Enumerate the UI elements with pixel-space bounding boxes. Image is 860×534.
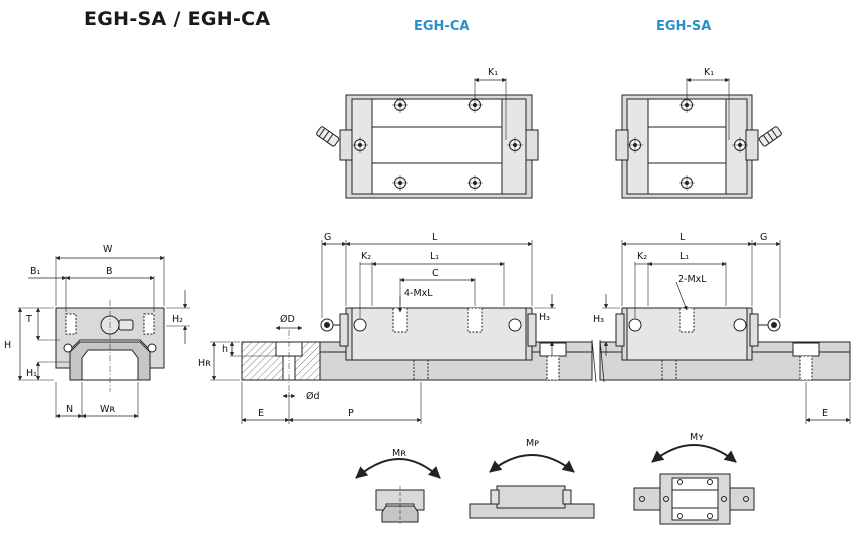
dim-h3-sa: H₃ <box>593 314 604 325</box>
dim-bolt4: 4-MxL <box>404 288 433 299</box>
block-side-ca <box>320 240 556 361</box>
dim-d-large: ØD <box>280 314 295 325</box>
dim-h3-ca: H₃ <box>539 312 550 323</box>
dim-h1: H₁ <box>26 368 37 379</box>
block-side-sa <box>602 240 781 361</box>
dim-d-small: Ød <box>306 391 320 402</box>
dim-e-right: E <box>822 408 828 419</box>
dim-wr: Wʀ <box>100 404 115 415</box>
dim-h-small: h <box>222 344 228 355</box>
dim-l1-sa: L₁ <box>680 251 689 262</box>
dim-g-sa: G <box>760 232 767 243</box>
dim-k1-ca: K₁ <box>488 67 498 78</box>
dim-b1: B₁ <box>30 266 41 277</box>
end-view <box>17 255 190 419</box>
dim-bolt2: 2-MxL <box>678 274 707 285</box>
dim-t: T <box>25 314 32 325</box>
dim-l-ca: L <box>432 232 438 243</box>
dim-g-ca: G <box>324 232 331 243</box>
page-title: EGH-SA / EGH-CA <box>84 8 271 30</box>
moment-mr-label: Mʀ <box>392 448 406 459</box>
moment-mp-diagram <box>469 454 595 519</box>
dim-l1-ca: L₁ <box>430 251 439 262</box>
dim-b: B <box>106 266 113 277</box>
egh-sa-label: EGH-SA <box>656 19 712 34</box>
dim-k1-sa: K₁ <box>704 67 714 78</box>
moment-my-diagram <box>633 444 755 525</box>
moment-mr-diagram <box>355 458 441 524</box>
dim-p: P <box>348 408 354 419</box>
dim-l-sa: L <box>680 232 686 243</box>
dim-hr: Hʀ <box>198 358 211 369</box>
dim-e-left: E <box>258 408 264 419</box>
rail-side-view <box>241 330 851 392</box>
dim-n: N <box>66 404 73 415</box>
dim-k2-ca: K₂ <box>361 251 371 262</box>
egh-ca-label: EGH-CA <box>414 19 470 34</box>
dim-h2: H₂ <box>172 314 183 325</box>
dim-h: H <box>4 340 11 351</box>
dim-c: C <box>432 268 439 279</box>
moment-mp-label: Mᴘ <box>526 438 539 449</box>
top-view-sa <box>615 77 782 199</box>
dim-w: W <box>103 244 113 255</box>
rail-dims <box>210 325 851 424</box>
moment-my-label: Mʏ <box>690 432 704 443</box>
dim-k2-sa: K₂ <box>637 251 647 262</box>
top-view-ca <box>316 77 539 199</box>
